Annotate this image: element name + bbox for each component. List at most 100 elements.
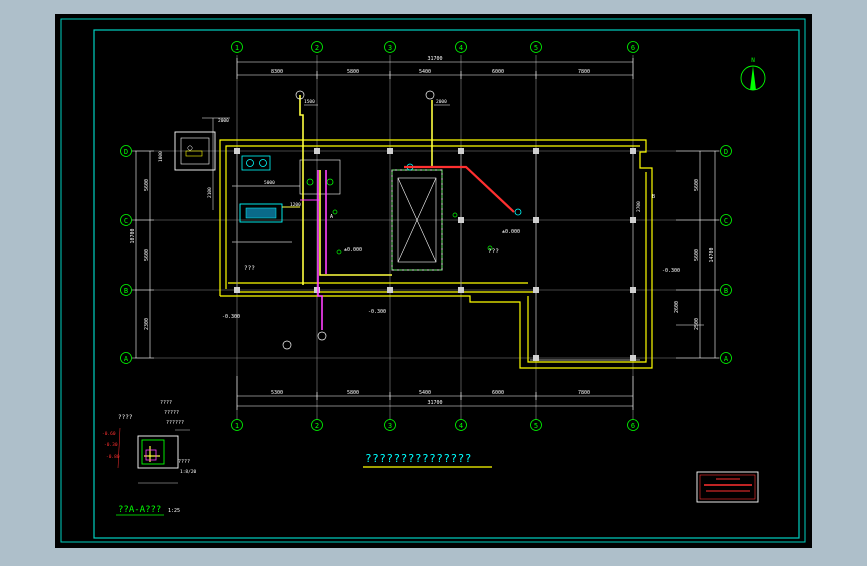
elevation-5: ±0.000 <box>502 229 520 235</box>
pipe-leaders <box>202 104 450 210</box>
col-bubble-4: 4 <box>455 41 467 53</box>
left-dimension-lines <box>132 150 154 359</box>
col-bubble-1-bottom: 1 <box>231 419 243 431</box>
top-dim-5: 7800 <box>578 69 590 75</box>
svg-text:B: B <box>124 287 128 295</box>
outdoor-box <box>174 131 216 171</box>
col-bubble-1: 1 <box>231 41 243 53</box>
piping <box>282 95 515 330</box>
section-title: ??A-A??? <box>118 505 161 515</box>
section-elev-1: -0.60 <box>102 431 116 437</box>
section-note-3: ?????? <box>166 420 184 426</box>
section-detail <box>117 427 190 484</box>
interior-partitions <box>232 150 640 361</box>
pipe-label-1: 1500 <box>304 99 315 105</box>
misc-dim-2000: 2000 <box>218 118 229 124</box>
pipe-tag-4 <box>317 331 327 341</box>
section-elev-3: -0.80 <box>106 454 120 460</box>
right-total-dim: 14700 <box>709 247 715 262</box>
section-bottom-note: ???? <box>178 459 190 465</box>
drawing-title: ??????????????? <box>365 452 472 465</box>
svg-text:4: 4 <box>459 44 463 52</box>
svg-text:3: 3 <box>388 44 392 52</box>
col-bubble-3: 3 <box>384 41 396 53</box>
svg-text:D: D <box>124 148 128 156</box>
elevation-1: -0.300 <box>222 314 240 320</box>
north-arrow-icon: N <box>740 57 766 91</box>
column-bubbles-top: 1 2 3 4 5 6 <box>231 41 639 53</box>
misc-dim-1000: 1000 <box>158 151 164 162</box>
row-bubble-D: D <box>120 145 132 157</box>
elevation-3: -0.300 <box>662 268 680 274</box>
inner-frame <box>93 29 800 539</box>
svg-text:C: C <box>724 217 728 225</box>
row-bubbles-left: D C B A <box>120 145 132 364</box>
bottom-dim-5: 7800 <box>578 390 590 396</box>
section-left-note: ???? <box>118 414 133 421</box>
col-bubble-2: 2 <box>311 41 323 53</box>
row-bubble-C: C <box>120 214 132 226</box>
left-dim-3: 2300 <box>144 318 150 330</box>
svg-text:4: 4 <box>459 422 463 430</box>
letter-A: A <box>330 214 333 220</box>
top-dim-3: 5400 <box>419 69 431 75</box>
structural-columns <box>234 148 636 361</box>
tank-pit <box>391 169 443 271</box>
column-bubbles-bottom: 1 2 3 4 5 6 <box>231 419 639 431</box>
row-bubble-D-right: D <box>720 145 732 157</box>
pipe-tag-2 <box>425 90 435 100</box>
room-tag-2: ??? <box>488 248 499 255</box>
col-bubble-5-bottom: 5 <box>530 419 542 431</box>
top-dim-2: 5800 <box>347 69 359 75</box>
section-scale: 1:25 <box>168 508 180 514</box>
title-block-stamp <box>696 471 759 503</box>
row-bubbles-right: D C B A <box>720 145 732 364</box>
col-bubble-5: 5 <box>530 41 542 53</box>
col-bubble-2-bottom: 2 <box>311 419 323 431</box>
svg-text:3: 3 <box>388 422 392 430</box>
room-tag-1: ??? <box>244 265 255 272</box>
top-dimension-lines <box>236 58 634 79</box>
svg-text:2: 2 <box>315 44 319 52</box>
bottom-dim-1: 5300 <box>271 390 283 396</box>
svg-text:1: 1 <box>235 44 239 52</box>
top-dim-4: 6000 <box>492 69 504 75</box>
col-bubble-4-bottom: 4 <box>455 419 467 431</box>
box-label: 1200 <box>290 202 301 208</box>
right-dim-1: 5600 <box>694 179 700 191</box>
right-dim-2: 5600 <box>694 249 700 261</box>
outer-frame <box>60 18 806 543</box>
svg-text:A: A <box>724 355 729 363</box>
letter-B: B <box>652 194 655 200</box>
misc-dim-2100: 2100 <box>207 187 213 198</box>
section-note-2: ????? <box>164 410 179 416</box>
col-bubble-6: 6 <box>627 41 639 53</box>
elevation-4: ±0.000 <box>344 247 362 253</box>
section-bottom-right-note: 1:8/20 <box>180 469 197 475</box>
col-bubble-3-bottom: 3 <box>384 419 396 431</box>
row-bubble-B: B <box>120 284 132 296</box>
pipe-label-2: 2000 <box>436 99 447 105</box>
top-total-dim: 31700 <box>427 56 442 62</box>
drawing-sheet <box>55 14 812 548</box>
elevation-2: -0.300 <box>368 309 386 315</box>
svg-text:B: B <box>724 287 728 295</box>
building-walls <box>219 139 653 369</box>
section-note-1: ???? <box>160 400 172 406</box>
bottom-dim-3: 5400 <box>419 390 431 396</box>
svg-text:5: 5 <box>534 44 538 52</box>
top-dim-1: 8300 <box>271 69 283 75</box>
left-dim-2: 5600 <box>144 249 150 261</box>
svg-text:C: C <box>124 217 128 225</box>
row-bubble-B-right: B <box>720 284 732 296</box>
bottom-dim-4: 6000 <box>492 390 504 396</box>
svg-text:6: 6 <box>631 422 635 430</box>
pipe-tag-3 <box>282 340 292 350</box>
right-dimension-lines <box>676 150 719 359</box>
bottom-total-dim: 31700 <box>427 400 442 406</box>
row-bubble-A: A <box>120 352 132 364</box>
bottom-dimension-lines <box>236 376 634 410</box>
right-dim-3: 2600 <box>674 301 680 313</box>
